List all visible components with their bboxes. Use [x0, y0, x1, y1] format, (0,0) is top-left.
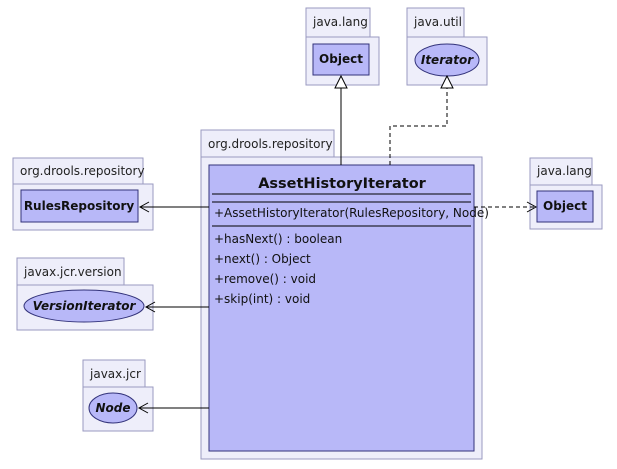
package-tab [305, 7, 371, 38]
package-tab [529, 157, 593, 186]
method-next: +next() : Object [214, 252, 311, 266]
method-has-next: +hasNext() : boolean [214, 232, 342, 246]
class-box-asset-history-iterator[interactable] [208, 164, 475, 452]
class-box-rules-repository[interactable] [20, 189, 139, 223]
package-java-lang-right: java.lang Object [529, 157, 603, 230]
package-name: org.drools.repository [208, 137, 333, 151]
package-name: java.util [413, 15, 462, 29]
package-java-lang-top: java.lang Object [305, 7, 380, 86]
package-name: javax.jcr.version [23, 265, 122, 279]
class-name-asset-history-iterator: AssetHistoryIterator [258, 176, 426, 192]
package-java-util: java.util Iterator [406, 7, 488, 86]
generalization-to-object [334, 74, 348, 165]
interface-name-version-iterator: VersionIterator [33, 299, 137, 313]
package-rules-repository: org.drools.repository RulesRepository [12, 157, 154, 231]
package-javax-jcr: javax.jcr Node [82, 359, 154, 432]
package-javax-jcr-version: javax.jcr.version VersionIterator [16, 257, 154, 331]
hollow-triangle-arrowhead [440, 74, 454, 89]
hollow-triangle-arrowhead [334, 74, 348, 89]
interface-ellipse-version-iterator[interactable] [23, 289, 145, 323]
package-tab [406, 7, 465, 38]
constructor-signature: +AssetHistoryIterator(RulesRepository, N… [214, 206, 489, 220]
package-name: org.drools.repository [20, 164, 145, 178]
class-name-object: Object [319, 52, 363, 66]
package-tab [16, 257, 125, 286]
interface-name-node: Node [95, 401, 130, 415]
interface-name-iterator: Iterator [421, 53, 474, 67]
package-name: javax.jcr [89, 367, 141, 381]
class-name-object-right: Object [543, 199, 587, 213]
class-box-object-right[interactable] [536, 190, 594, 223]
method-remove: +remove() : void [214, 272, 316, 286]
method-skip: +skip(int) : void [214, 292, 310, 306]
realization-to-iterator [389, 74, 454, 165]
realization-line [389, 88, 448, 165]
package-tab [200, 129, 335, 158]
package-name: java.lang [312, 15, 368, 29]
package-name: java.lang [536, 164, 592, 178]
class-asset-history-iterator[interactable]: AssetHistoryIterator +AssetHistoryIterat… [208, 164, 489, 452]
class-name-rules-repository: RulesRepository [24, 199, 135, 213]
interface-ellipse-node[interactable] [88, 392, 138, 424]
